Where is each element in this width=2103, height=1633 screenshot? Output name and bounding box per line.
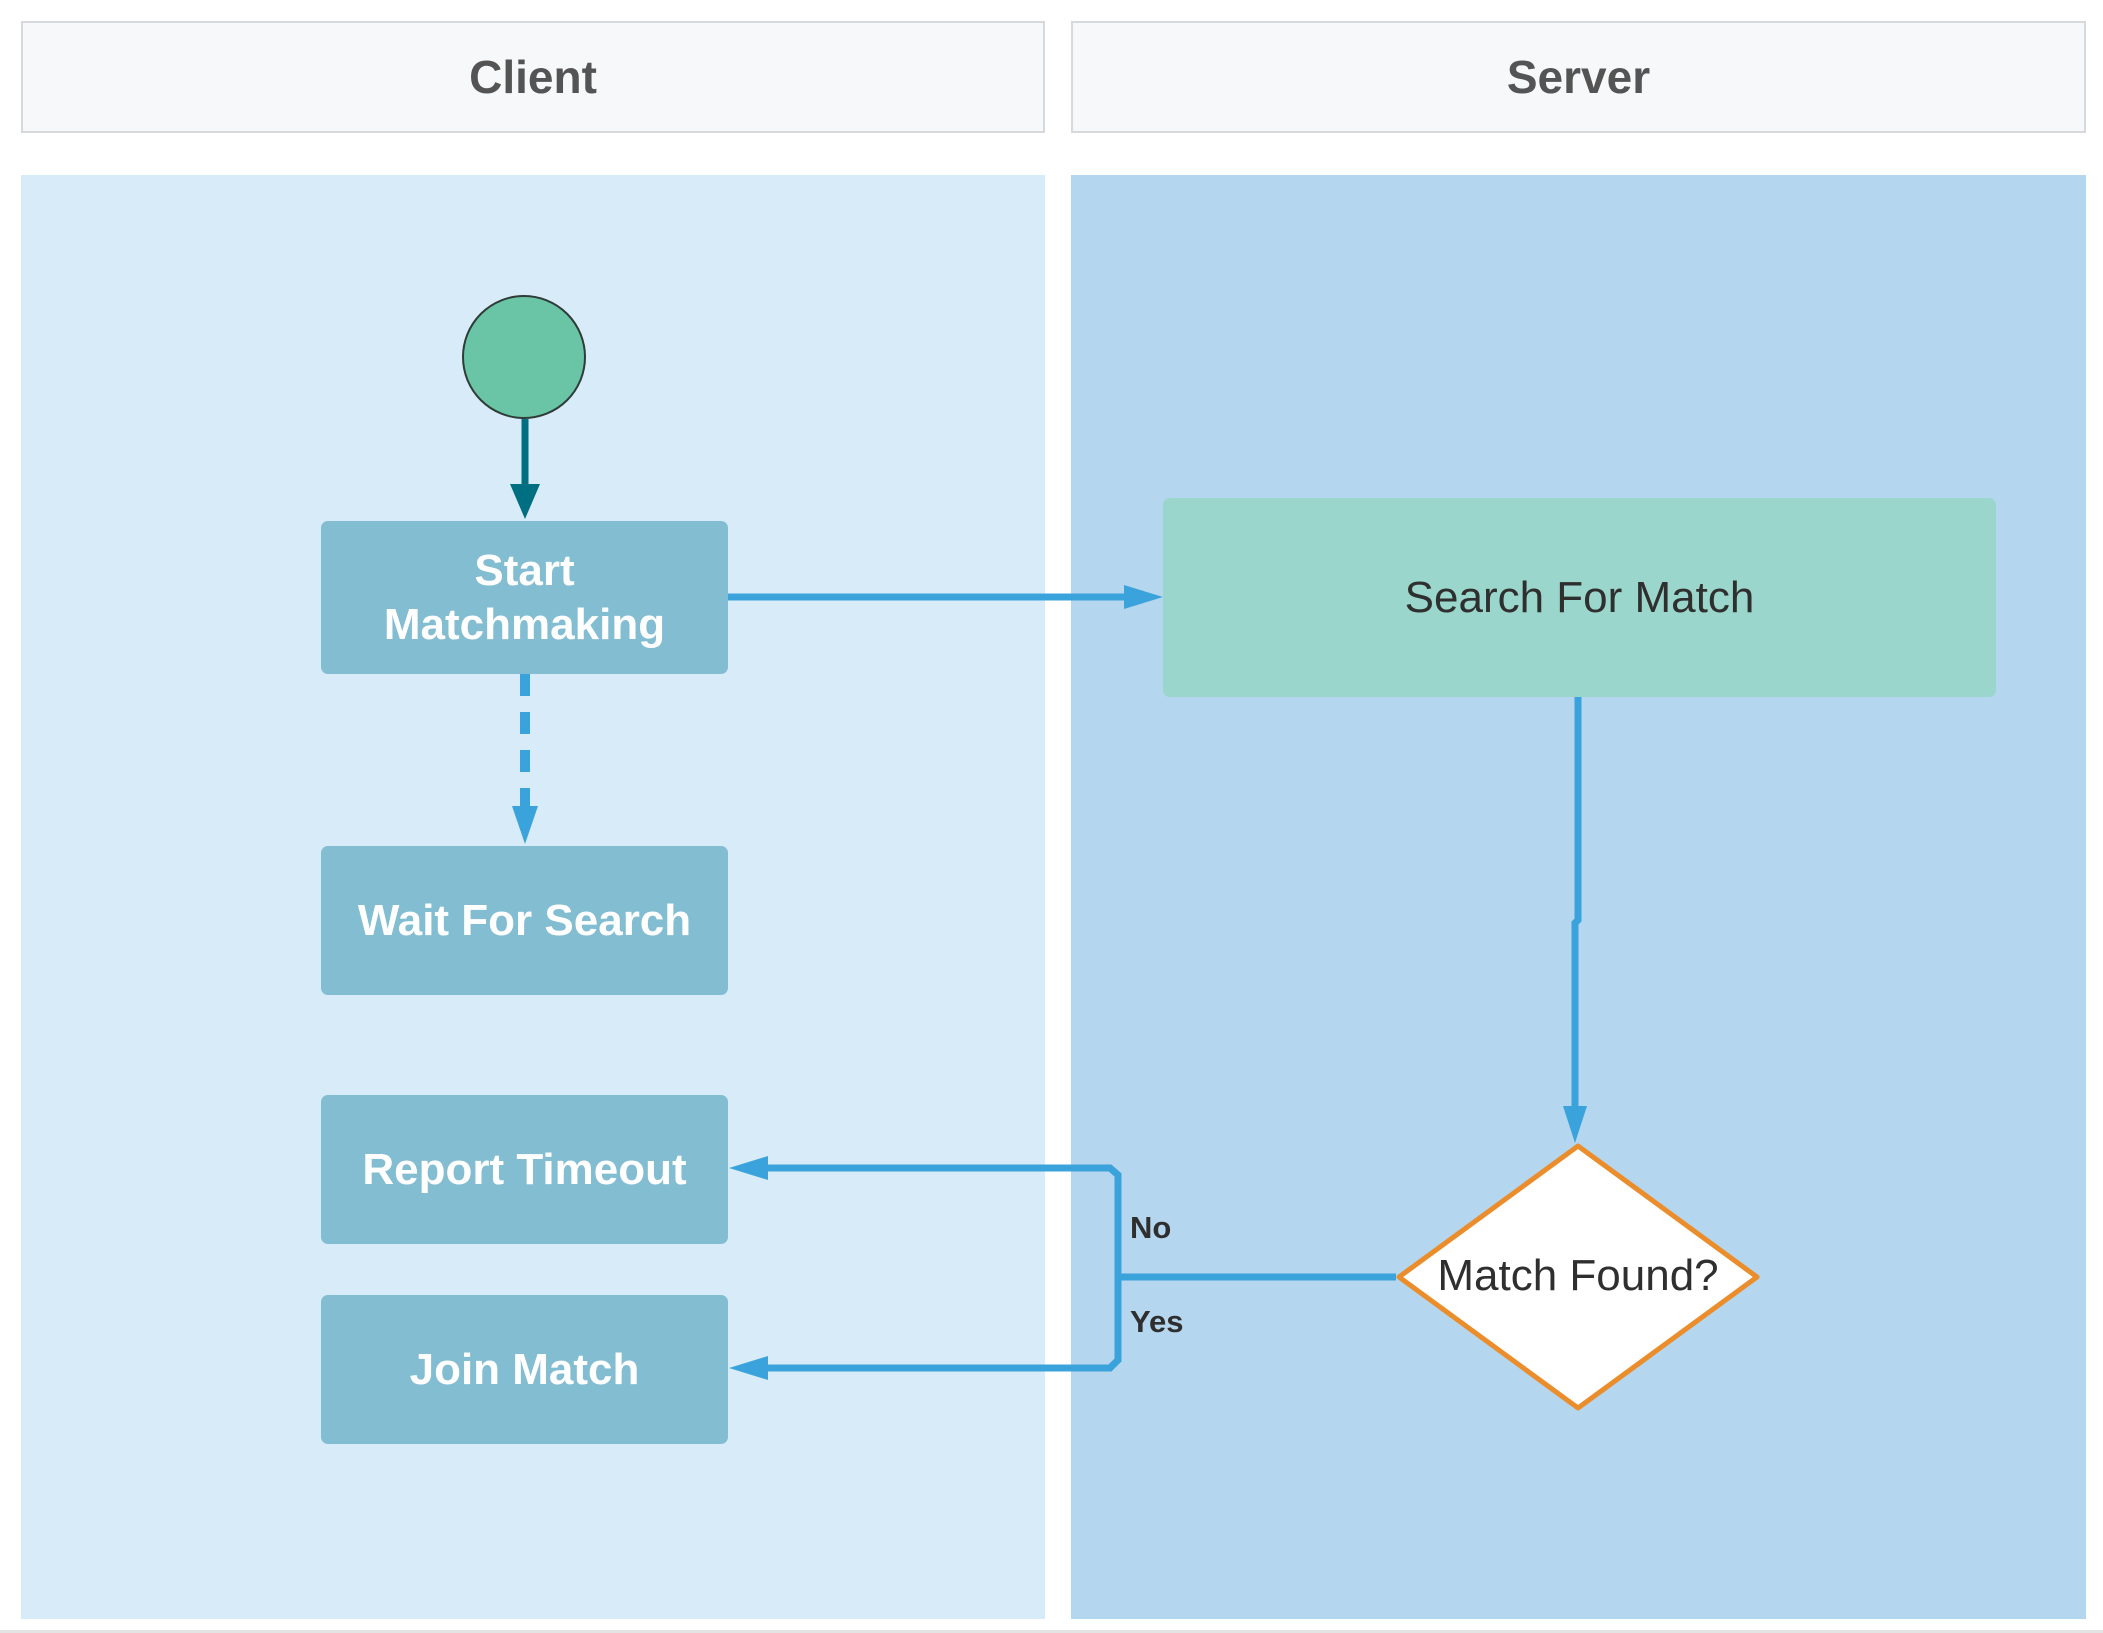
report-timeout-node: Report Timeout	[321, 1095, 728, 1244]
edge-decision-to-branches	[729, 1156, 1396, 1380]
edge-start-matchmaking-to-wait	[512, 674, 538, 844]
client-lane-header: Client	[21, 21, 1045, 133]
start-matchmaking-node: Start Matchmaking	[321, 521, 728, 674]
search-for-match-label: Search For Match	[1404, 572, 1755, 622]
search-for-match-node: Search For Match	[1163, 498, 1996, 697]
report-timeout-label: Report Timeout	[362, 1144, 687, 1194]
join-match-node: Join Match	[321, 1295, 728, 1444]
edge-start-matchmaking-to-search	[728, 585, 1163, 609]
edge-search-to-decision	[1563, 697, 1587, 1143]
server-lane-header: Server	[1071, 21, 2086, 133]
edge-label-no: No	[1130, 1210, 1172, 1245]
edge-label-yes: Yes	[1130, 1304, 1184, 1339]
wait-for-search-node: Wait For Search	[321, 846, 728, 995]
start-matchmaking-label: Start Matchmaking	[383, 545, 666, 649]
start-node	[462, 295, 586, 419]
match-found-label: Match Found?	[1437, 1251, 1719, 1300]
join-match-label: Join Match	[409, 1344, 640, 1394]
match-found-decision	[1396, 1143, 1760, 1411]
edge-start-to-start-matchmaking	[510, 419, 540, 519]
bottom-divider	[0, 1630, 2103, 1633]
wait-for-search-label: Wait For Search	[357, 895, 692, 945]
